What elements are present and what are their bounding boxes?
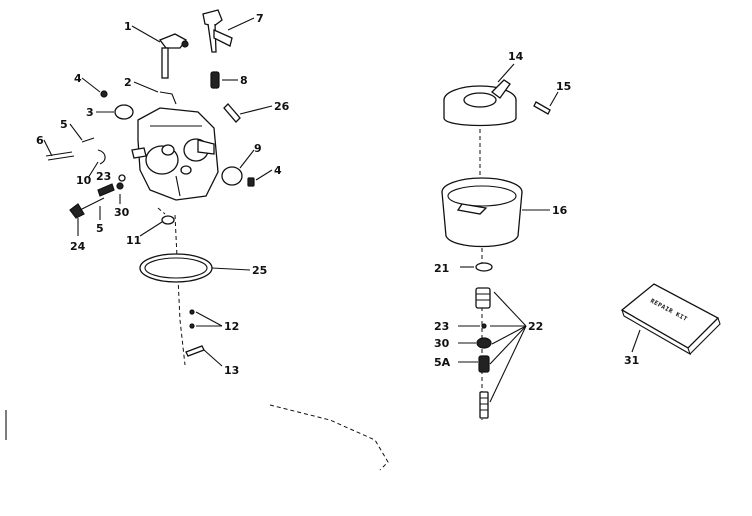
- callout-14: 14: [508, 50, 524, 63]
- callout-2: 2: [124, 76, 132, 89]
- part-11-welch-plug: [161, 215, 175, 225]
- part-1-throttle-shaft: [158, 33, 189, 79]
- callout-6: 6: [36, 134, 44, 147]
- part-25-gasket: [139, 253, 213, 283]
- part-10-clip: [97, 149, 106, 165]
- part-8-spring: [210, 71, 220, 89]
- part-5A-spring: [478, 355, 490, 373]
- callout-8: 8: [240, 74, 248, 87]
- callout-4-lower: 4: [274, 164, 282, 177]
- callout-25: 25: [252, 264, 267, 277]
- callout-26: 26: [274, 100, 290, 113]
- part-3-throttle-plate: [114, 104, 134, 120]
- part-26-pin: [223, 103, 241, 123]
- part-4-screw-upper: [100, 90, 108, 98]
- part-31-repair-kit: REPAIR KIT: [620, 283, 721, 356]
- callout-13: 13: [224, 364, 239, 377]
- part-adjust-screw: [479, 391, 489, 419]
- callout-21: 21: [434, 262, 449, 275]
- callout-4-upper: 4: [74, 72, 82, 85]
- part-4-screw-lower: [247, 177, 255, 187]
- part-5-spring: [97, 183, 115, 197]
- part-7-choke-lever: [202, 9, 233, 53]
- part-30-o-ring-left: [116, 182, 124, 190]
- callout-15: 15: [556, 80, 571, 93]
- callout-5-lower: 5: [96, 222, 104, 235]
- part-15-pin: [533, 101, 551, 115]
- part-23-washer-left: [118, 174, 126, 182]
- callout-7: 7: [256, 12, 264, 25]
- part-21-gasket: [475, 262, 493, 272]
- callout-23-left: 23: [96, 170, 111, 183]
- callout-22: 22: [528, 320, 543, 333]
- callout-23-right: 23: [434, 320, 449, 333]
- part-22-bowl-nut: [475, 287, 491, 309]
- part-23-washer-right: [481, 323, 487, 329]
- callout-5-upper: 5: [60, 118, 68, 131]
- part-9-choke-plate: [221, 166, 243, 186]
- part-24-adjust-needle: [69, 197, 105, 219]
- part-5-clip: [81, 137, 95, 143]
- part-30-o-ring-right: [476, 337, 492, 349]
- callout-10: 10: [76, 174, 92, 187]
- callout-11: 11: [126, 234, 141, 247]
- callout-labels: 1 7 8 2 4 3 26 5 6 10 9 4 23 30 5 24 11 …: [36, 12, 639, 377]
- part-6-pin: [45, 151, 75, 161]
- part-2-screw: [159, 91, 177, 105]
- callout-16: 16: [552, 204, 568, 217]
- callout-24: 24: [70, 240, 86, 253]
- callout-12: 12: [224, 320, 239, 333]
- callout-5A: 5A: [434, 356, 451, 369]
- callout-3: 3: [86, 106, 94, 119]
- part-12-small-parts: [189, 309, 195, 329]
- leader-lines: [43, 17, 641, 403]
- part-13-pin: [185, 345, 205, 357]
- part-16-float-bowl: [441, 177, 523, 248]
- carburetor-body: [131, 107, 219, 201]
- callout-30-left: 30: [114, 206, 130, 219]
- callout-30-right: 30: [434, 337, 450, 350]
- callout-1: 1: [124, 20, 132, 33]
- part-14-float: [443, 79, 517, 127]
- callout-9: 9: [254, 142, 262, 155]
- callout-31: 31: [624, 354, 639, 367]
